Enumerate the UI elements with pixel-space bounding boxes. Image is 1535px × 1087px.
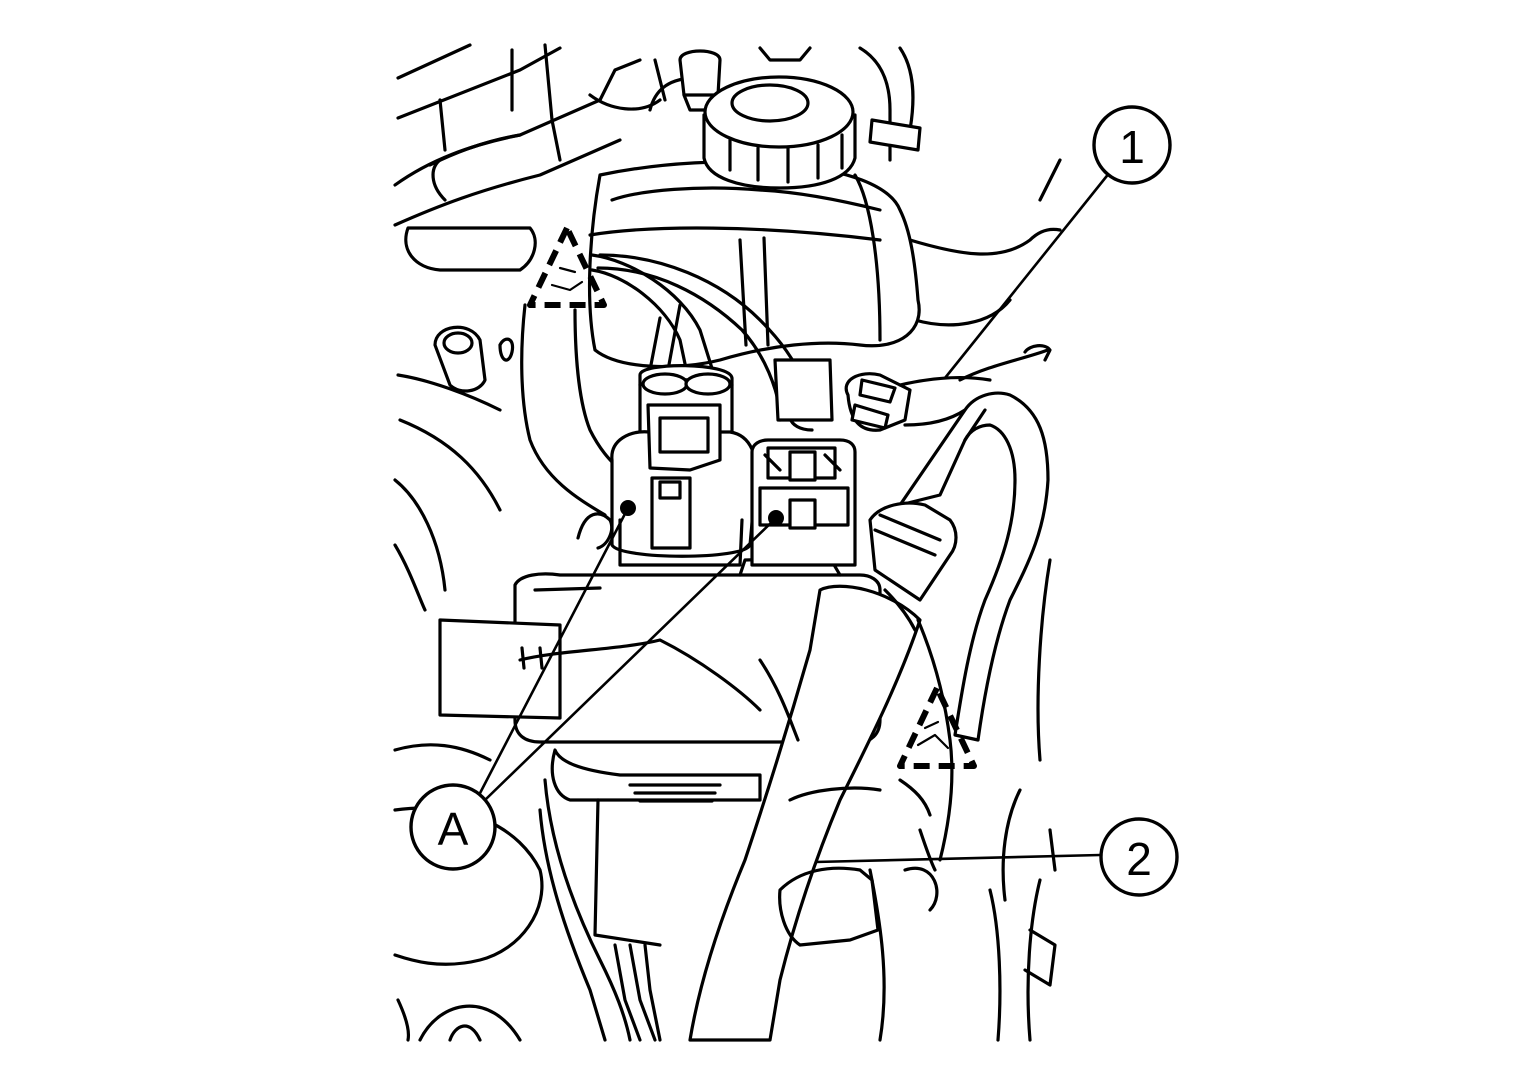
reservoir-tank [587,75,921,369]
connector-left [610,364,758,567]
callout-2: 2 [1099,817,1179,897]
leader-dot-a-right [768,510,784,526]
leader-dot-a-left [620,500,636,516]
hose-bracket [518,501,958,1042]
leader-lines [476,171,1112,864]
engine-bay-structure [393,43,1062,1042]
callout-1: 1 [1092,105,1172,185]
dashed-triangle-icon-lower [897,685,977,769]
leader-part-1 [943,171,1112,379]
leader-a-right [484,517,777,801]
leader-part-2 [814,853,1101,864]
connector-right [750,358,857,567]
callout-1-label: 1 [1119,121,1145,173]
leader-a-left [476,507,630,798]
return-hose [898,391,1050,742]
callout-a: A [409,783,497,871]
callout-2-label: 2 [1126,833,1152,885]
callout-a-label: A [438,803,469,855]
dashed-triangle-icon-upper [527,225,607,308]
